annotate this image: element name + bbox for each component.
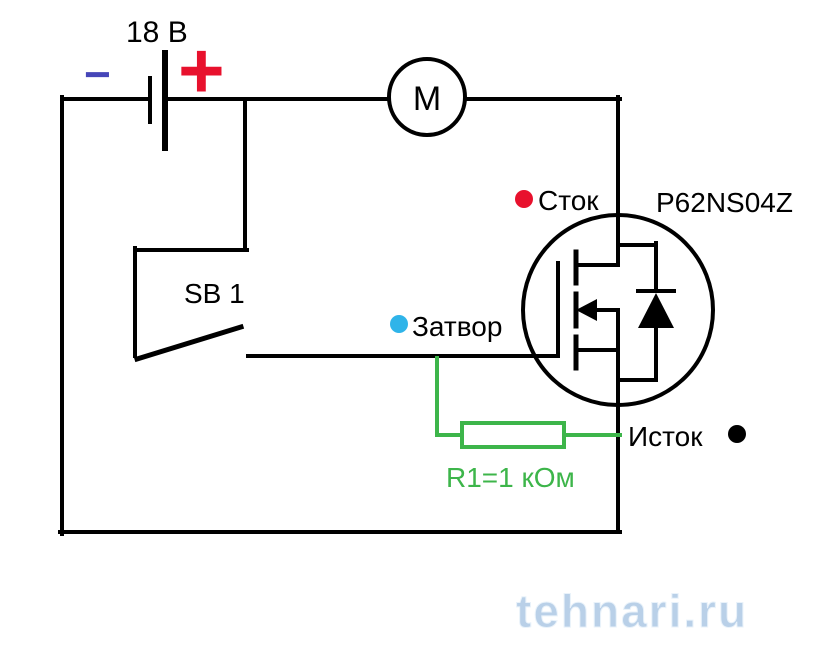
battery-minus-symbol: − [84, 48, 111, 100]
drain-dot [515, 190, 533, 208]
watermark-text: tehnari.ru [516, 585, 748, 637]
drain-label: Сток [538, 185, 599, 216]
switch-blade [133, 323, 245, 363]
motor-circle [387, 57, 467, 137]
gate-label: Затвор [412, 311, 502, 342]
resistor-label: R1=1 кОм [446, 462, 575, 493]
diode-triangle [638, 293, 674, 328]
part-number-label: P62NS04Z [656, 187, 793, 218]
gate-dot [390, 315, 408, 333]
resistor-body [460, 421, 566, 449]
mosfet-body-arrowhead [576, 299, 597, 321]
motor-label: M [413, 80, 441, 118]
source-label: Исток [628, 421, 703, 452]
battery-voltage-label: 18 В [126, 16, 188, 49]
battery-plus-symbol: + [178, 26, 225, 115]
source-dot [728, 425, 746, 443]
switch-label: SB 1 [184, 278, 245, 309]
mosfet-body-circle [521, 213, 715, 407]
